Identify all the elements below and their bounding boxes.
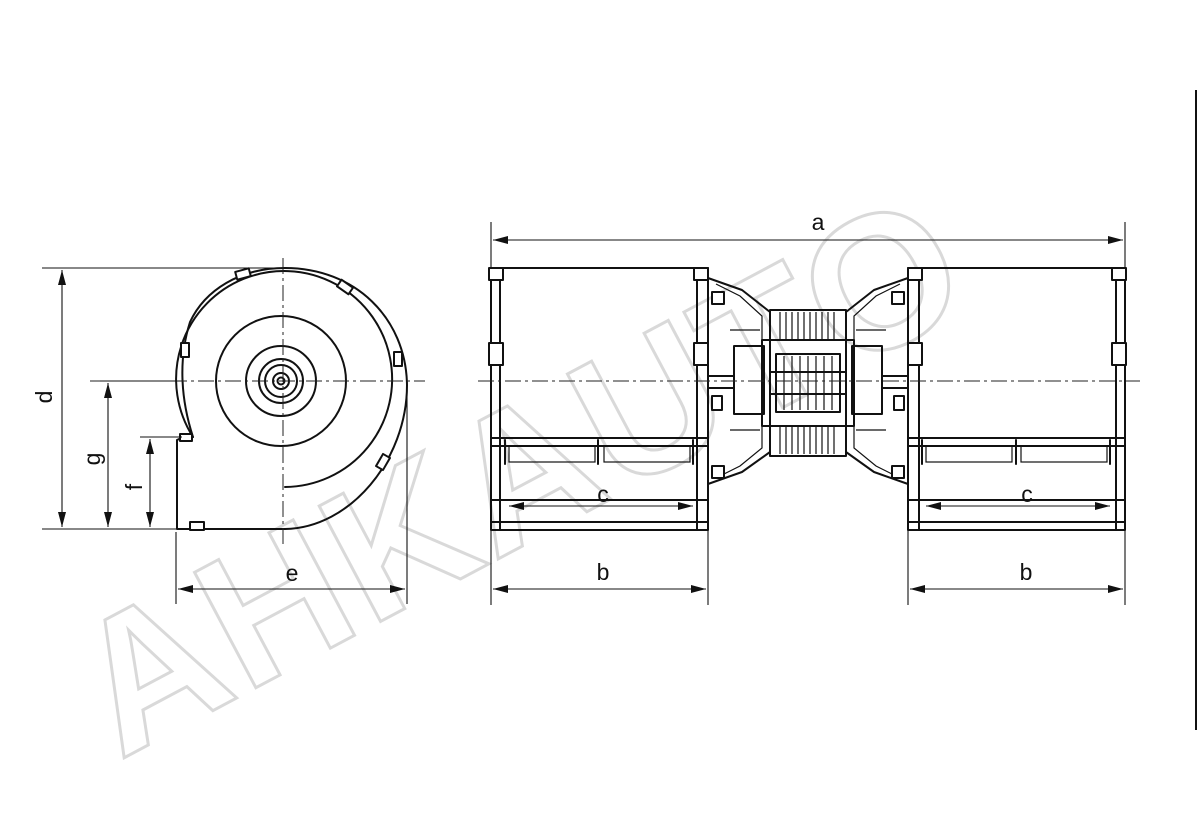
motor [761, 309, 855, 457]
dim-label-b-right: b [1020, 559, 1033, 585]
front-dimensions [490, 222, 1126, 605]
motor-fins [779, 312, 835, 454]
watermark: AHKAUTO [40, 152, 1000, 797]
dim-label-c-left: c [597, 481, 609, 507]
dim-label-b-left: b [597, 559, 610, 585]
front-view [478, 267, 1140, 531]
scroll-housing [175, 270, 394, 488]
dim-label-c-right: c [1021, 481, 1033, 507]
left-housing [488, 267, 709, 531]
dim-label-d: d [31, 391, 57, 404]
housing-clips [179, 267, 403, 531]
dim-label-a: a [812, 209, 825, 235]
side-view [90, 258, 425, 545]
dim-label-e: e [286, 560, 299, 586]
dim-label-g: g [79, 453, 105, 466]
side-dimensions [42, 267, 408, 604]
dim-label-f: f [121, 483, 147, 490]
right-housing [907, 267, 1127, 531]
scroll-housing-outer [176, 267, 408, 530]
